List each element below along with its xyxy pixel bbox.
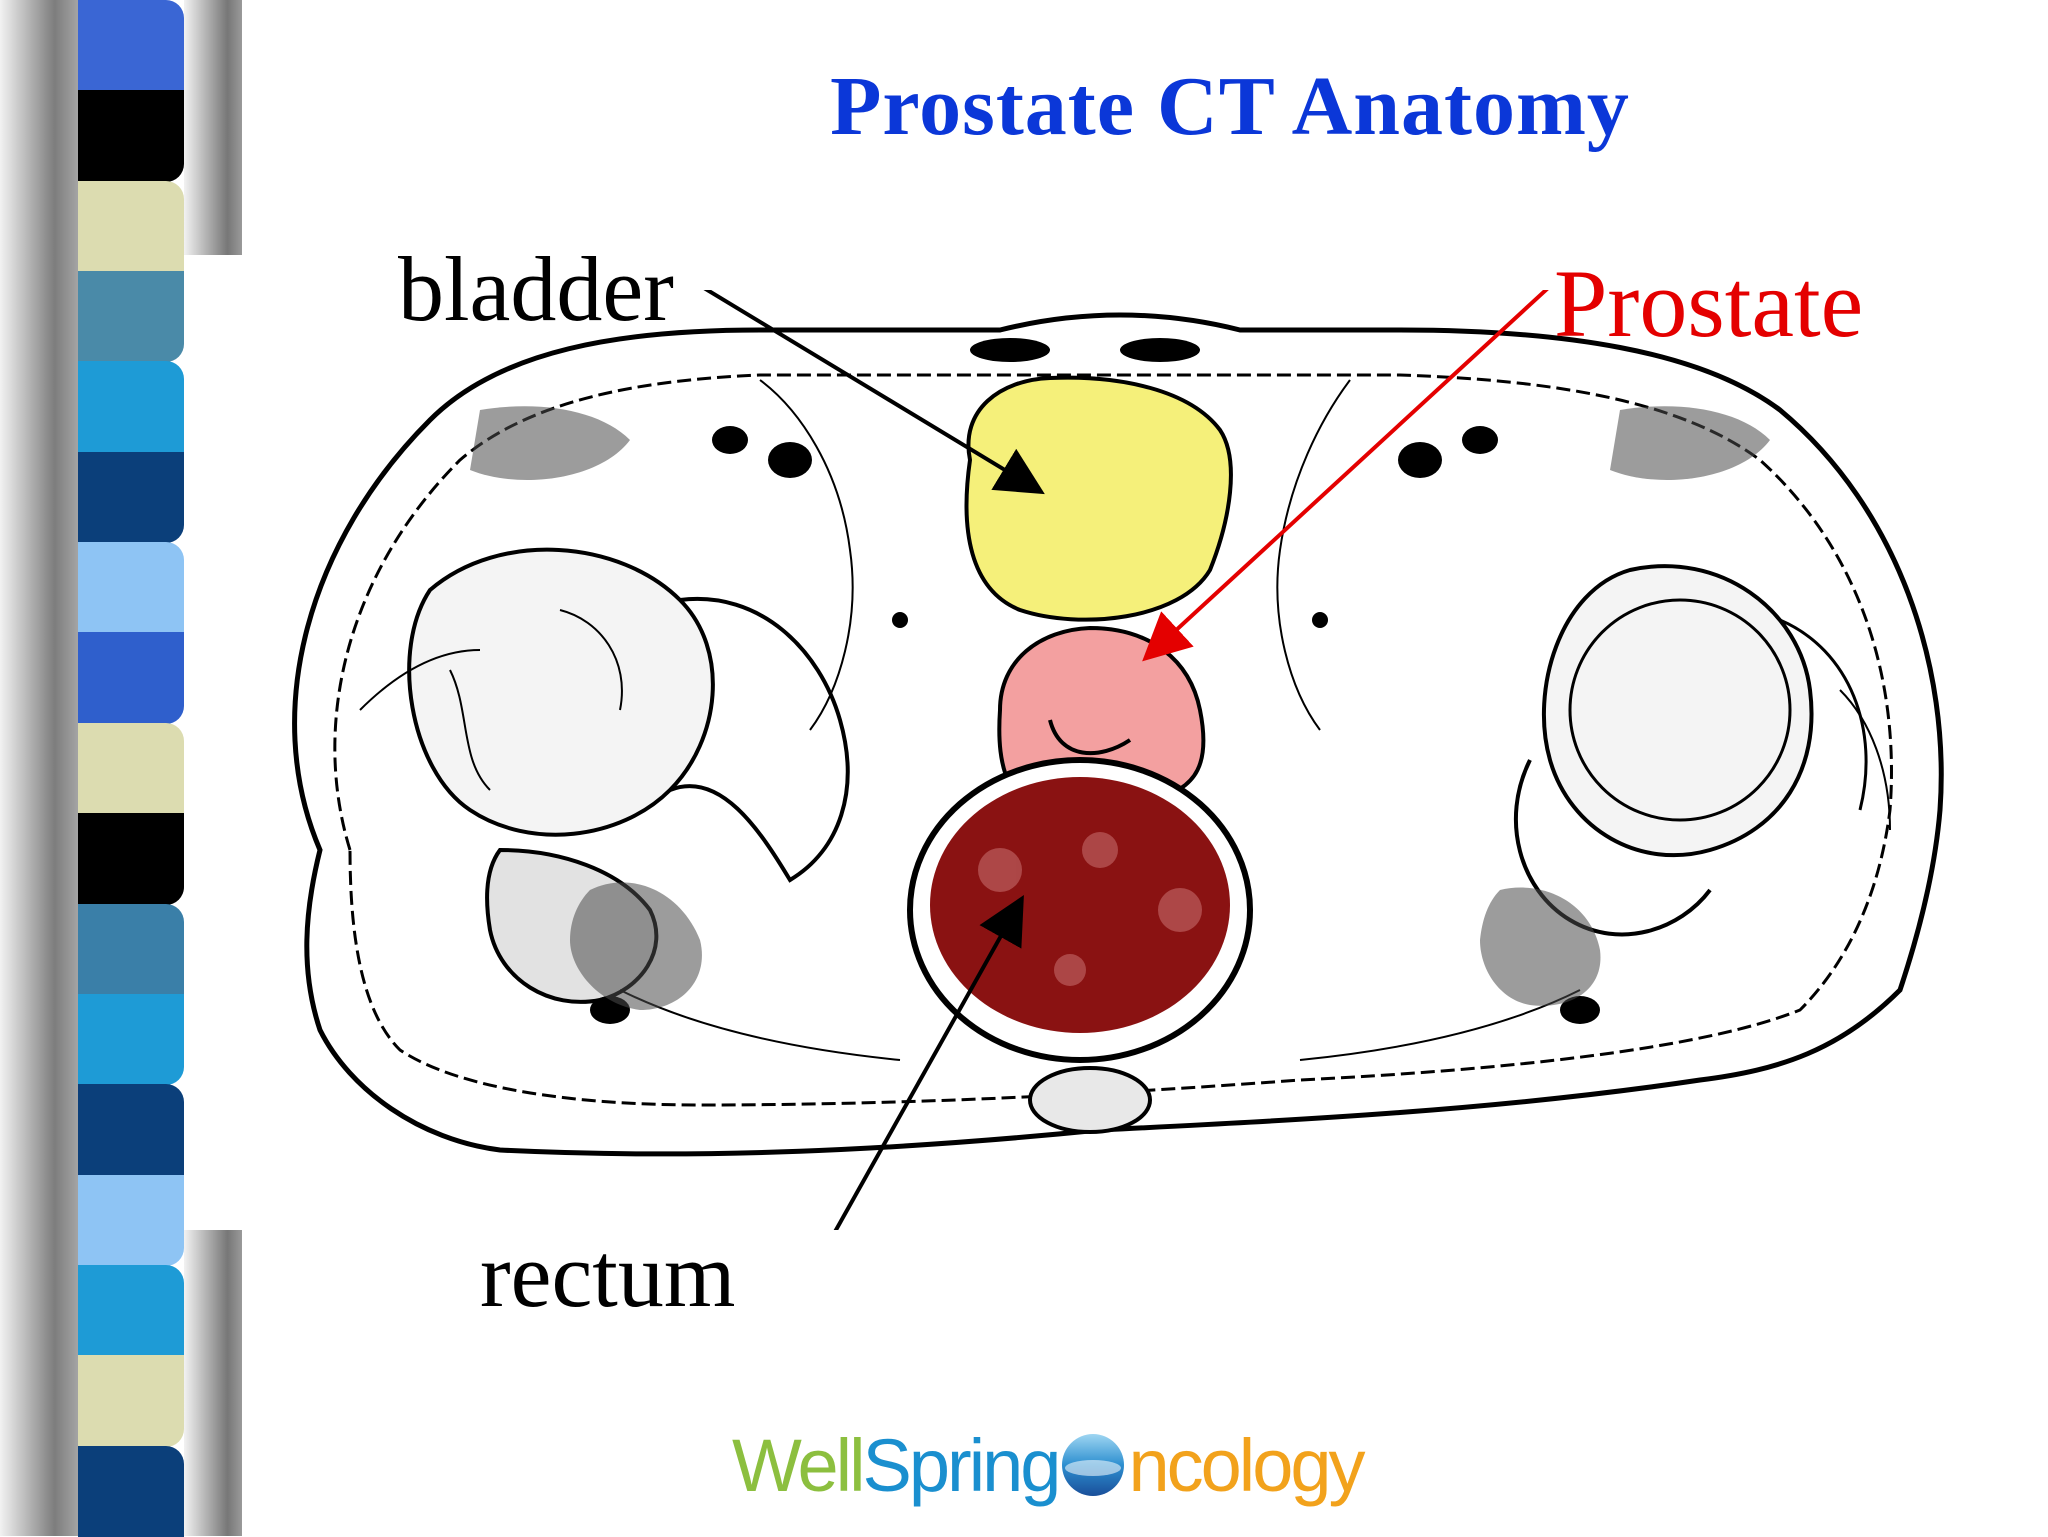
left-gray-gradient — [0, 0, 78, 1536]
decorative-stripe — [78, 1174, 184, 1266]
decorative-stripe — [78, 451, 184, 544]
urethra-curve — [1048, 719, 1132, 755]
decorative-stripe — [78, 1084, 184, 1176]
dark-muscle-patch — [470, 406, 1770, 1010]
decorative-stripe-band — [78, 0, 242, 1537]
pelvis-ct-diagram — [292, 290, 1944, 1230]
globe-icon — [1062, 1434, 1125, 1496]
inner-outline — [333, 373, 1893, 1107]
decorative-stripe — [78, 542, 184, 634]
decorative-stripe — [78, 90, 184, 182]
decorative-stripe — [78, 993, 184, 1086]
rectum-highlights — [978, 832, 1202, 986]
decorative-stripe — [78, 903, 184, 995]
coccyx — [1028, 1066, 1152, 1134]
gray-gradient-upper — [184, 0, 242, 255]
decorative-stripe — [78, 1264, 184, 1357]
rectum-arrow — [833, 895, 1024, 1230]
decorative-stripe — [78, 1445, 184, 1537]
rectum-label: rectum — [480, 1224, 736, 1326]
muscle-texture — [359, 379, 1891, 1061]
decorative-stripe — [78, 180, 184, 273]
prostate-label: Prostate — [1554, 250, 1864, 357]
logo-text-oncology: ncology — [1128, 1423, 1365, 1507]
rectum-shape — [930, 777, 1230, 1033]
decorative-stripe — [78, 361, 184, 453]
prostate-arrow — [1142, 290, 1549, 662]
decorative-stripe — [78, 1355, 184, 1447]
logo-text-spring: Spring — [862, 1423, 1062, 1507]
bladder-arrow — [703, 290, 1045, 495]
decorative-stripe — [78, 722, 184, 815]
decorative-stripe — [78, 0, 184, 92]
decorative-stripe — [78, 271, 184, 363]
slide-title: Prostate CT Anatomy — [830, 60, 1630, 153]
dark-structures — [590, 338, 1600, 1024]
bladder-shape — [964, 375, 1233, 622]
bladder-label: bladder — [398, 238, 674, 340]
wellspring-oncology-logo: Well Spring ncology — [732, 1410, 1366, 1520]
gray-gradient-lower — [184, 1230, 242, 1536]
decorative-stripe — [78, 632, 184, 724]
decorative-stripe — [78, 813, 184, 905]
logo-text-well: Well — [732, 1423, 866, 1507]
